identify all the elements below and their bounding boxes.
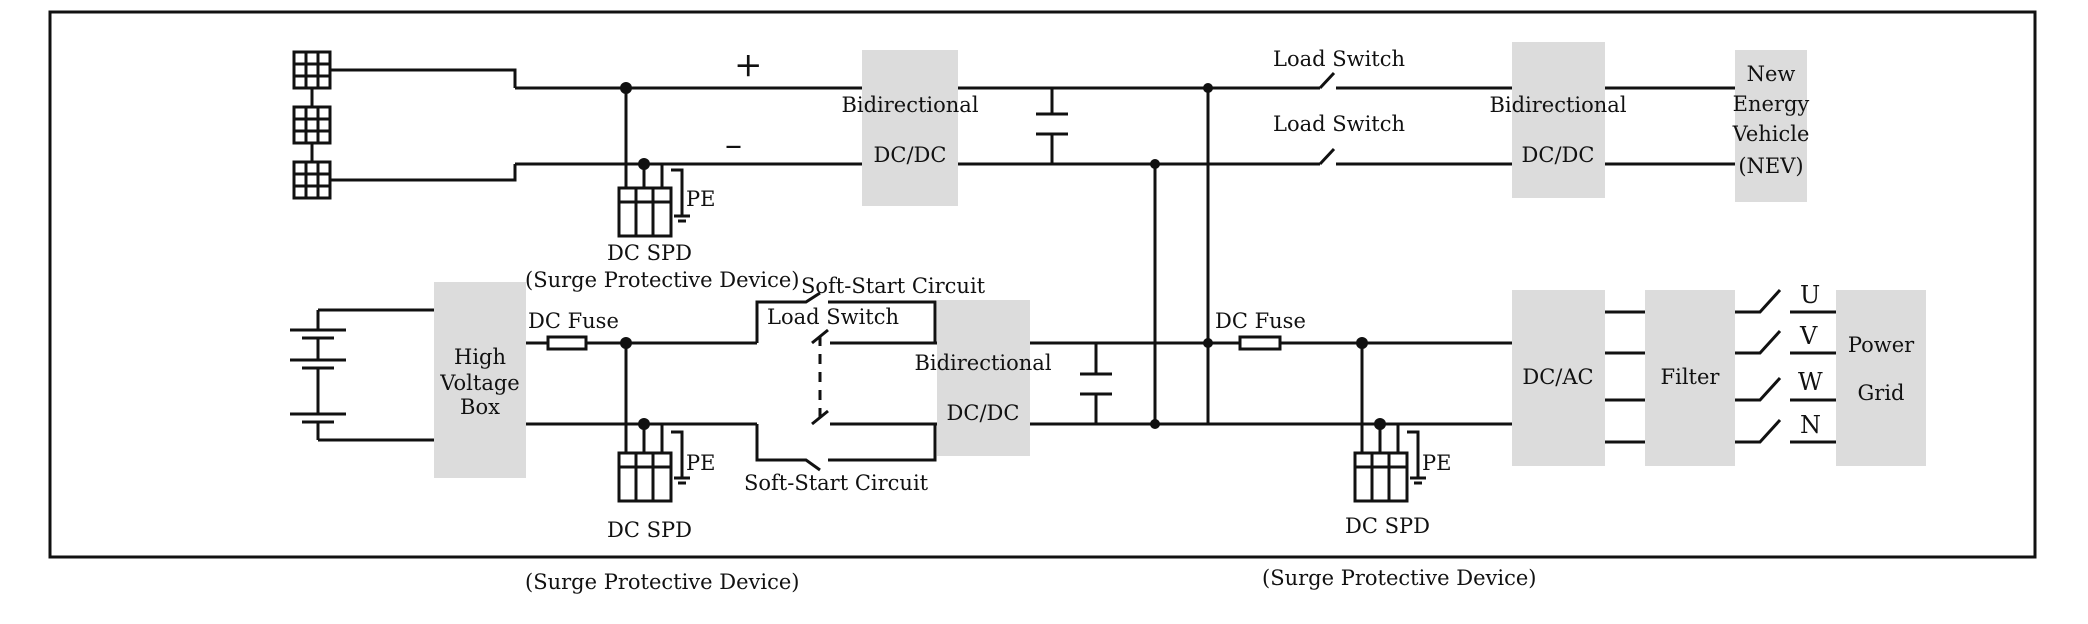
phase-switches bbox=[1735, 288, 1836, 444]
dc-fuse-label-right: DC Fuse bbox=[1215, 309, 1306, 333]
nev-label-1: New bbox=[1747, 62, 1796, 86]
nev-label-4: (NEV) bbox=[1738, 154, 1803, 178]
hv-box-label-2: Voltage bbox=[439, 371, 519, 395]
spd-description-bottom-left: (Surge Protective Device) bbox=[525, 570, 799, 594]
bidirectional-dcdc-nev-label-1: Bidirectional bbox=[1489, 93, 1626, 117]
soft-start-circuit-top bbox=[755, 291, 937, 343]
load-switch-top-negative bbox=[1318, 147, 1336, 166]
pe-label-right: PE bbox=[1422, 451, 1451, 475]
filter-label: Filter bbox=[1661, 365, 1721, 389]
pv-panel-icon bbox=[292, 50, 332, 90]
dc-fuse-label-left: DC Fuse bbox=[528, 309, 619, 333]
pv-panel-icon bbox=[292, 105, 332, 145]
power-grid-label-2: Grid bbox=[1858, 381, 1905, 405]
bidirectional-dcdc-nev bbox=[1512, 42, 1605, 198]
filter-box bbox=[1645, 290, 1735, 466]
bidirectional-dcdc-bottom bbox=[937, 300, 1030, 456]
inverter-filter-links bbox=[1605, 310, 1645, 444]
spd-description-right: (Surge Protective Device) bbox=[1262, 566, 1536, 590]
soft-start-label-top: Soft-Start Circuit bbox=[801, 274, 986, 298]
soft-start-circuit-bottom bbox=[755, 424, 937, 472]
power-grid-label-1: Power bbox=[1848, 333, 1915, 357]
bidirectional-dcdc-bottom-label-1: Bidirectional bbox=[914, 351, 1051, 375]
load-switch-label-1: Load Switch bbox=[1273, 47, 1405, 71]
dc-spd-top bbox=[617, 82, 690, 238]
dc-spd-label-right: DC SPD bbox=[1345, 514, 1430, 538]
phase-label-u: U bbox=[1800, 281, 1820, 309]
dc-spd-label-top: DC SPD bbox=[607, 241, 692, 265]
dc-spd-bottom-left bbox=[617, 337, 690, 503]
outer-frame bbox=[48, 10, 2037, 559]
bidirectional-dcdc-bottom-label-2: DC/DC bbox=[947, 401, 1020, 425]
bidirectional-dcdc-top-label-2: DC/DC bbox=[874, 143, 947, 167]
load-switch-bottom bbox=[811, 328, 829, 426]
nev-label-3: Vehicle bbox=[1732, 122, 1810, 146]
dc-spd-label-bottom-left: DC SPD bbox=[607, 518, 692, 542]
load-switch-label-2: Load Switch bbox=[1273, 112, 1405, 136]
dc-spd-right bbox=[1353, 337, 1426, 503]
new-energy-vehicle bbox=[1735, 50, 1807, 202]
pe-label-bottom-left: PE bbox=[686, 451, 715, 475]
minus-label: – bbox=[725, 125, 742, 165]
pv-panel-icon bbox=[292, 160, 332, 200]
phase-label-w: W bbox=[1798, 368, 1823, 396]
pe-label-top: PE bbox=[686, 187, 715, 211]
soft-start-label-bottom: Soft-Start Circuit bbox=[744, 471, 929, 495]
dc-fuse-right bbox=[1238, 335, 1282, 351]
battery-stack-icon bbox=[290, 308, 434, 442]
load-switch-top-positive bbox=[1318, 71, 1336, 90]
capacitor-bottom bbox=[1080, 343, 1112, 424]
nev-label-2: Energy bbox=[1733, 92, 1810, 116]
dc-fuse-left bbox=[546, 335, 588, 351]
plus-label: + bbox=[734, 45, 763, 85]
bidirectional-dcdc-nev-label-2: DC/DC bbox=[1522, 143, 1595, 167]
bidirectional-dcdc-top-label-1: Bidirectional bbox=[841, 93, 978, 117]
load-switch-label-bottom: Load Switch bbox=[767, 305, 899, 329]
phase-label-n: N bbox=[1800, 411, 1821, 439]
phase-label-v: V bbox=[1799, 322, 1818, 350]
power-grid bbox=[1836, 290, 1926, 466]
dc-ac-inverter bbox=[1512, 290, 1605, 466]
high-voltage-box bbox=[434, 282, 526, 478]
hv-box-label-3: Box bbox=[460, 395, 500, 419]
dc-ac-label: DC/AC bbox=[1522, 365, 1593, 389]
pv-array bbox=[292, 50, 517, 200]
hv-box-label-1: High bbox=[454, 345, 506, 369]
bidirectional-dcdc-top bbox=[862, 50, 958, 206]
spd-description-top: (Surge Protective Device) bbox=[525, 268, 799, 292]
capacitor-top bbox=[1036, 88, 1068, 164]
